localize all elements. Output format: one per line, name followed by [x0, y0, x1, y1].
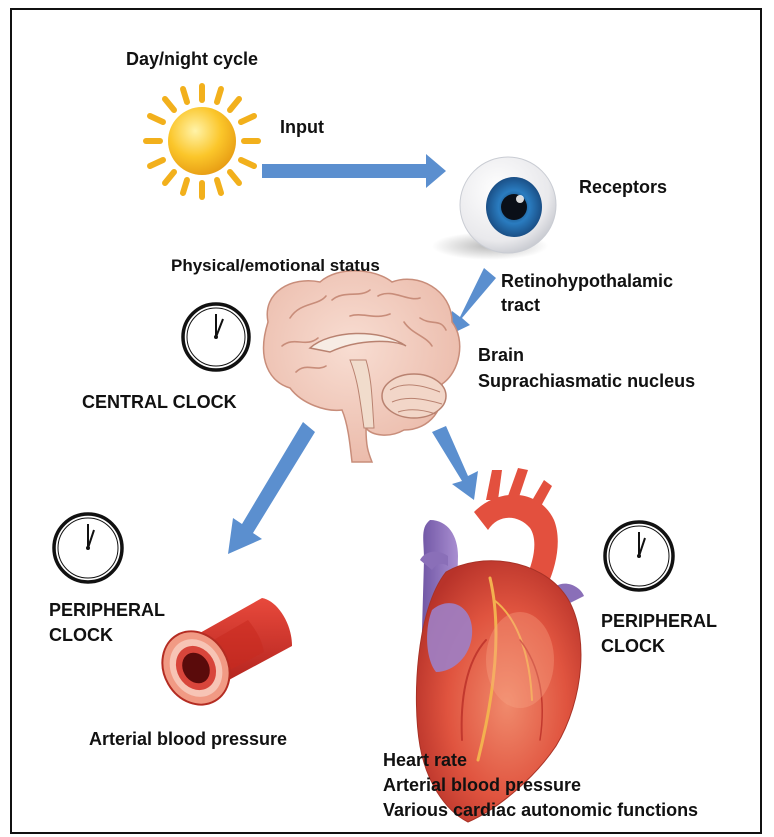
peripheral-clock-right-icon — [605, 522, 673, 590]
brain-to-heart-arrow — [432, 426, 478, 500]
peripheral-clock-left-line1: PERIPHERAL — [49, 599, 165, 622]
retinohypothalamic-label-line1: Retinohypothalamic — [501, 270, 673, 293]
peripheral-clock-left-line2: CLOCK — [49, 624, 113, 647]
heart-caption-line3: Various cardiac autonomic functions — [383, 799, 698, 822]
central-clock-icon — [183, 304, 249, 370]
heart-caption-line1: Heart rate — [383, 749, 467, 772]
central-clock-label: CENTRAL CLOCK — [82, 391, 237, 414]
peripheral-clock-right-line2: CLOCK — [601, 635, 665, 658]
heart-caption-line2: Arterial blood pressure — [383, 774, 581, 797]
physical-emotional-status-label: Physical/emotional status — [171, 254, 380, 277]
day-night-cycle-label: Day/night cycle — [126, 48, 258, 71]
artery-caption: Arterial blood pressure — [89, 728, 287, 751]
input-arrow — [262, 154, 446, 188]
retinohypothalamic-label-line2: tract — [501, 294, 540, 317]
input-label: Input — [280, 116, 324, 139]
brain-icon — [264, 271, 460, 462]
peripheral-clock-right-line1: PERIPHERAL — [601, 610, 717, 633]
artery-icon — [149, 598, 292, 717]
suprachiasmatic-nucleus-label: Suprachiasmatic nucleus — [478, 370, 695, 393]
peripheral-clock-left-icon — [54, 514, 122, 582]
brain-to-artery-arrow — [228, 422, 315, 554]
eye-icon — [432, 157, 556, 260]
sun-icon — [146, 86, 258, 197]
receptors-label: Receptors — [579, 176, 667, 199]
brain-label: Brain — [478, 344, 524, 367]
